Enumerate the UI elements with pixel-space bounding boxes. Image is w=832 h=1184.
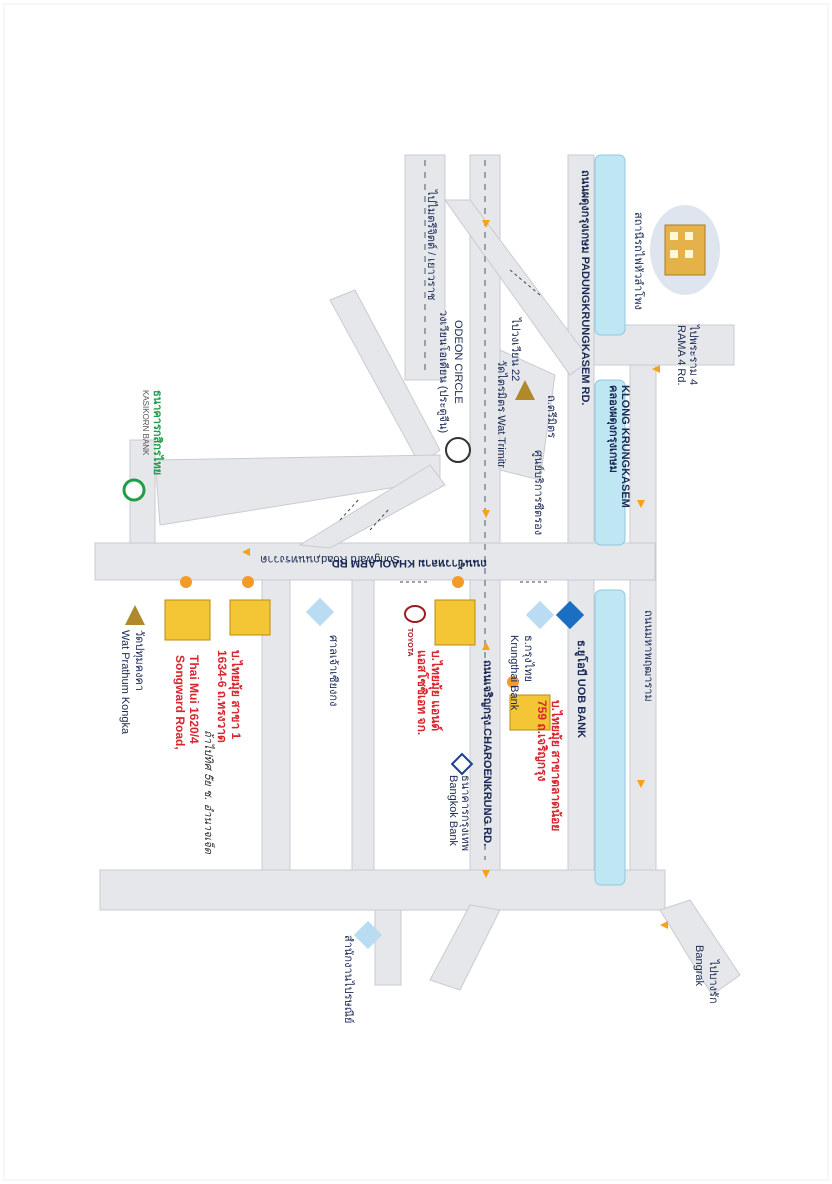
highlight-branch1-2: 1634-6 ถ.ทรงวาด <box>215 650 229 743</box>
place-label-wat-trimit: วัดไตรมิตร Wat Trimitr <box>495 360 508 468</box>
bank-icons <box>122 478 585 950</box>
highlight-thaimui-en-1: Thai Mui 1620/4 <box>187 655 201 744</box>
arrow-icon <box>637 780 645 788</box>
wat-pathum-temple-icon <box>125 605 145 625</box>
road-mahaphruettharam <box>629 329 657 876</box>
road-post-office <box>374 909 402 986</box>
road-vertical-2 <box>351 579 375 871</box>
place-label-uob: ธ.ยูโอบี UOB BANK <box>574 640 589 738</box>
toyota-logo-icon <box>404 605 426 623</box>
place-label-kbank-th: ธนาคารกสิกรไทย <box>151 390 165 475</box>
place-label-wat-pathum: วัดปทุมคงคา <box>133 630 145 691</box>
place-label-odeon-th: วงเวียนโอเดียน (ประตูจีน) <box>437 310 451 433</box>
road-label-songward-en: Songward Road, <box>318 553 400 565</box>
arrow-icon <box>660 921 668 929</box>
place-label-hualamphong: สถานีรถไฟหัวลำโพง <box>632 212 646 310</box>
building-thaimui-en-icon <box>164 576 211 641</box>
uob-bank-icon <box>555 600 585 630</box>
traffic-arrows <box>242 220 668 929</box>
page-border <box>3 3 829 1181</box>
road-diagonal-bottom <box>429 904 501 991</box>
place-label-shrine: ศาลเจ้าเซียงกง <box>327 635 340 706</box>
road-label-rama4-en: RAMA 4 Rd. <box>675 325 687 386</box>
road-diagonal-trimitr-2 <box>499 349 556 481</box>
road-diagonal-odeon-1 <box>329 289 441 466</box>
place-label-bbl-th: ธนาคารกรุงเทพ <box>459 775 471 851</box>
arrow-icon <box>482 642 490 650</box>
road-label-bangrak-th: ไปบางรัก <box>707 959 720 1004</box>
road-label-padungkrungkasem: ถนนผดุงกรุงเกษม PADUNGKRUNGKASEM RD. <box>578 170 591 406</box>
canal-bottom <box>594 589 626 886</box>
road-label-charoenkrung: ถนนเจริญกรุง CHAROENKRUNG RD. <box>480 660 494 846</box>
kasikorn-logo-icon <box>122 478 146 502</box>
shrine-icon <box>305 597 335 627</box>
highlight-branch-main-2: 759 ถ.เจริญกรุง <box>534 700 549 781</box>
arrow-icon <box>242 548 250 556</box>
road-khaolarm-songward <box>94 542 656 581</box>
place-label-service-center: ศูนย์บริการซีตรอง <box>532 450 545 535</box>
bangkok-bank-icon <box>450 752 474 776</box>
arrow-icon <box>652 365 660 373</box>
diagonal-roads <box>154 199 741 996</box>
arrow-icon <box>482 870 490 878</box>
place-label-khlong-th: คลองผดุงกรุงเกษม <box>606 385 619 473</box>
building-branch-main-icon <box>507 676 551 731</box>
wat-trimitr-temple-icon <box>515 380 535 400</box>
highlight-dealer-2: แอสโซซิเอท จก. <box>415 650 430 735</box>
highlight-branch1-1: บ.ไทยมุ้ย สาขา 1 <box>228 650 244 740</box>
arrow-icon <box>482 220 490 228</box>
place-label-wat-pathum-en: Wat Prathum Kongka <box>119 630 131 735</box>
place-label-post-office: สำนักงานไปรษณีย์ <box>342 935 355 1023</box>
canal-middle <box>594 379 626 546</box>
flow-arrows <box>339 269 550 583</box>
flow-arrow-icon <box>339 497 361 521</box>
flow-arrow-icon <box>509 269 541 296</box>
handwritten-note: ถ้าไปทิศ 5ัย ช. อำนาจเจ็ด <box>202 730 216 855</box>
road-label-wongwian22: ไปวงเวียน 22 <box>509 317 522 381</box>
highlight-branch-main-1: บ.ไทยมุ้ย สาขาตลาดน้อย <box>548 700 564 831</box>
canal-top <box>594 154 626 336</box>
road-label-maitrichit: ไปไมตรีจิตต์ / เยาวราช <box>425 189 438 300</box>
building-dealer-icon <box>434 576 476 646</box>
road-network <box>94 154 735 986</box>
road-label-bangrak-en: Bangrak <box>693 945 705 986</box>
odeon-circle-icon <box>445 437 471 463</box>
place-label-odeon-en: ODEON CIRCLE <box>452 320 464 404</box>
road-bangrak <box>659 899 741 996</box>
hualamphong-station-icon <box>650 205 720 295</box>
arrow-icon <box>637 500 645 508</box>
highlight-thaimui-en-2: Songward Road, <box>173 655 187 750</box>
arrow-icon <box>482 510 490 518</box>
road-diagonal-odeon-3 <box>298 464 446 549</box>
canal <box>594 154 626 886</box>
place-label-toyota: TOYOTA <box>406 628 413 657</box>
road-label-rama4-th: ไปพระราม 4 <box>687 324 700 385</box>
place-label-krungthai-en: Krungthai Bank <box>508 635 520 711</box>
road-diagonal-trimitr <box>444 199 591 376</box>
place-label-khlong-en: KLONG KRUNGKASEM <box>619 385 631 508</box>
place-label-kbank-en: KASIKORN BANK <box>141 390 150 456</box>
road-label-khaolarm: ถนนข้าวหลาม KHAOLARM RD. <box>329 557 487 570</box>
place-label-bbl-en: Bangkok Bank <box>447 775 459 846</box>
highlight-dealer-1: บ.ไทยมุ้ย แอนด์ <box>428 650 444 731</box>
flow-arrow-icon <box>369 507 391 531</box>
road-bottom <box>99 869 666 911</box>
building-branch1-icon <box>229 576 271 636</box>
krungthai-bank-icon <box>525 600 555 630</box>
road-label-mahaphruettharam: ถนนมหาพฤฒาราม <box>642 610 654 702</box>
place-label-krungthai-th: ธ.กรุงไทย <box>522 635 535 682</box>
road-label-trimit: ถ.ตรีมิตร <box>545 395 558 438</box>
post-office-icon <box>353 920 383 950</box>
road-label-songward-th: ถนนทรงวาด <box>260 553 320 565</box>
